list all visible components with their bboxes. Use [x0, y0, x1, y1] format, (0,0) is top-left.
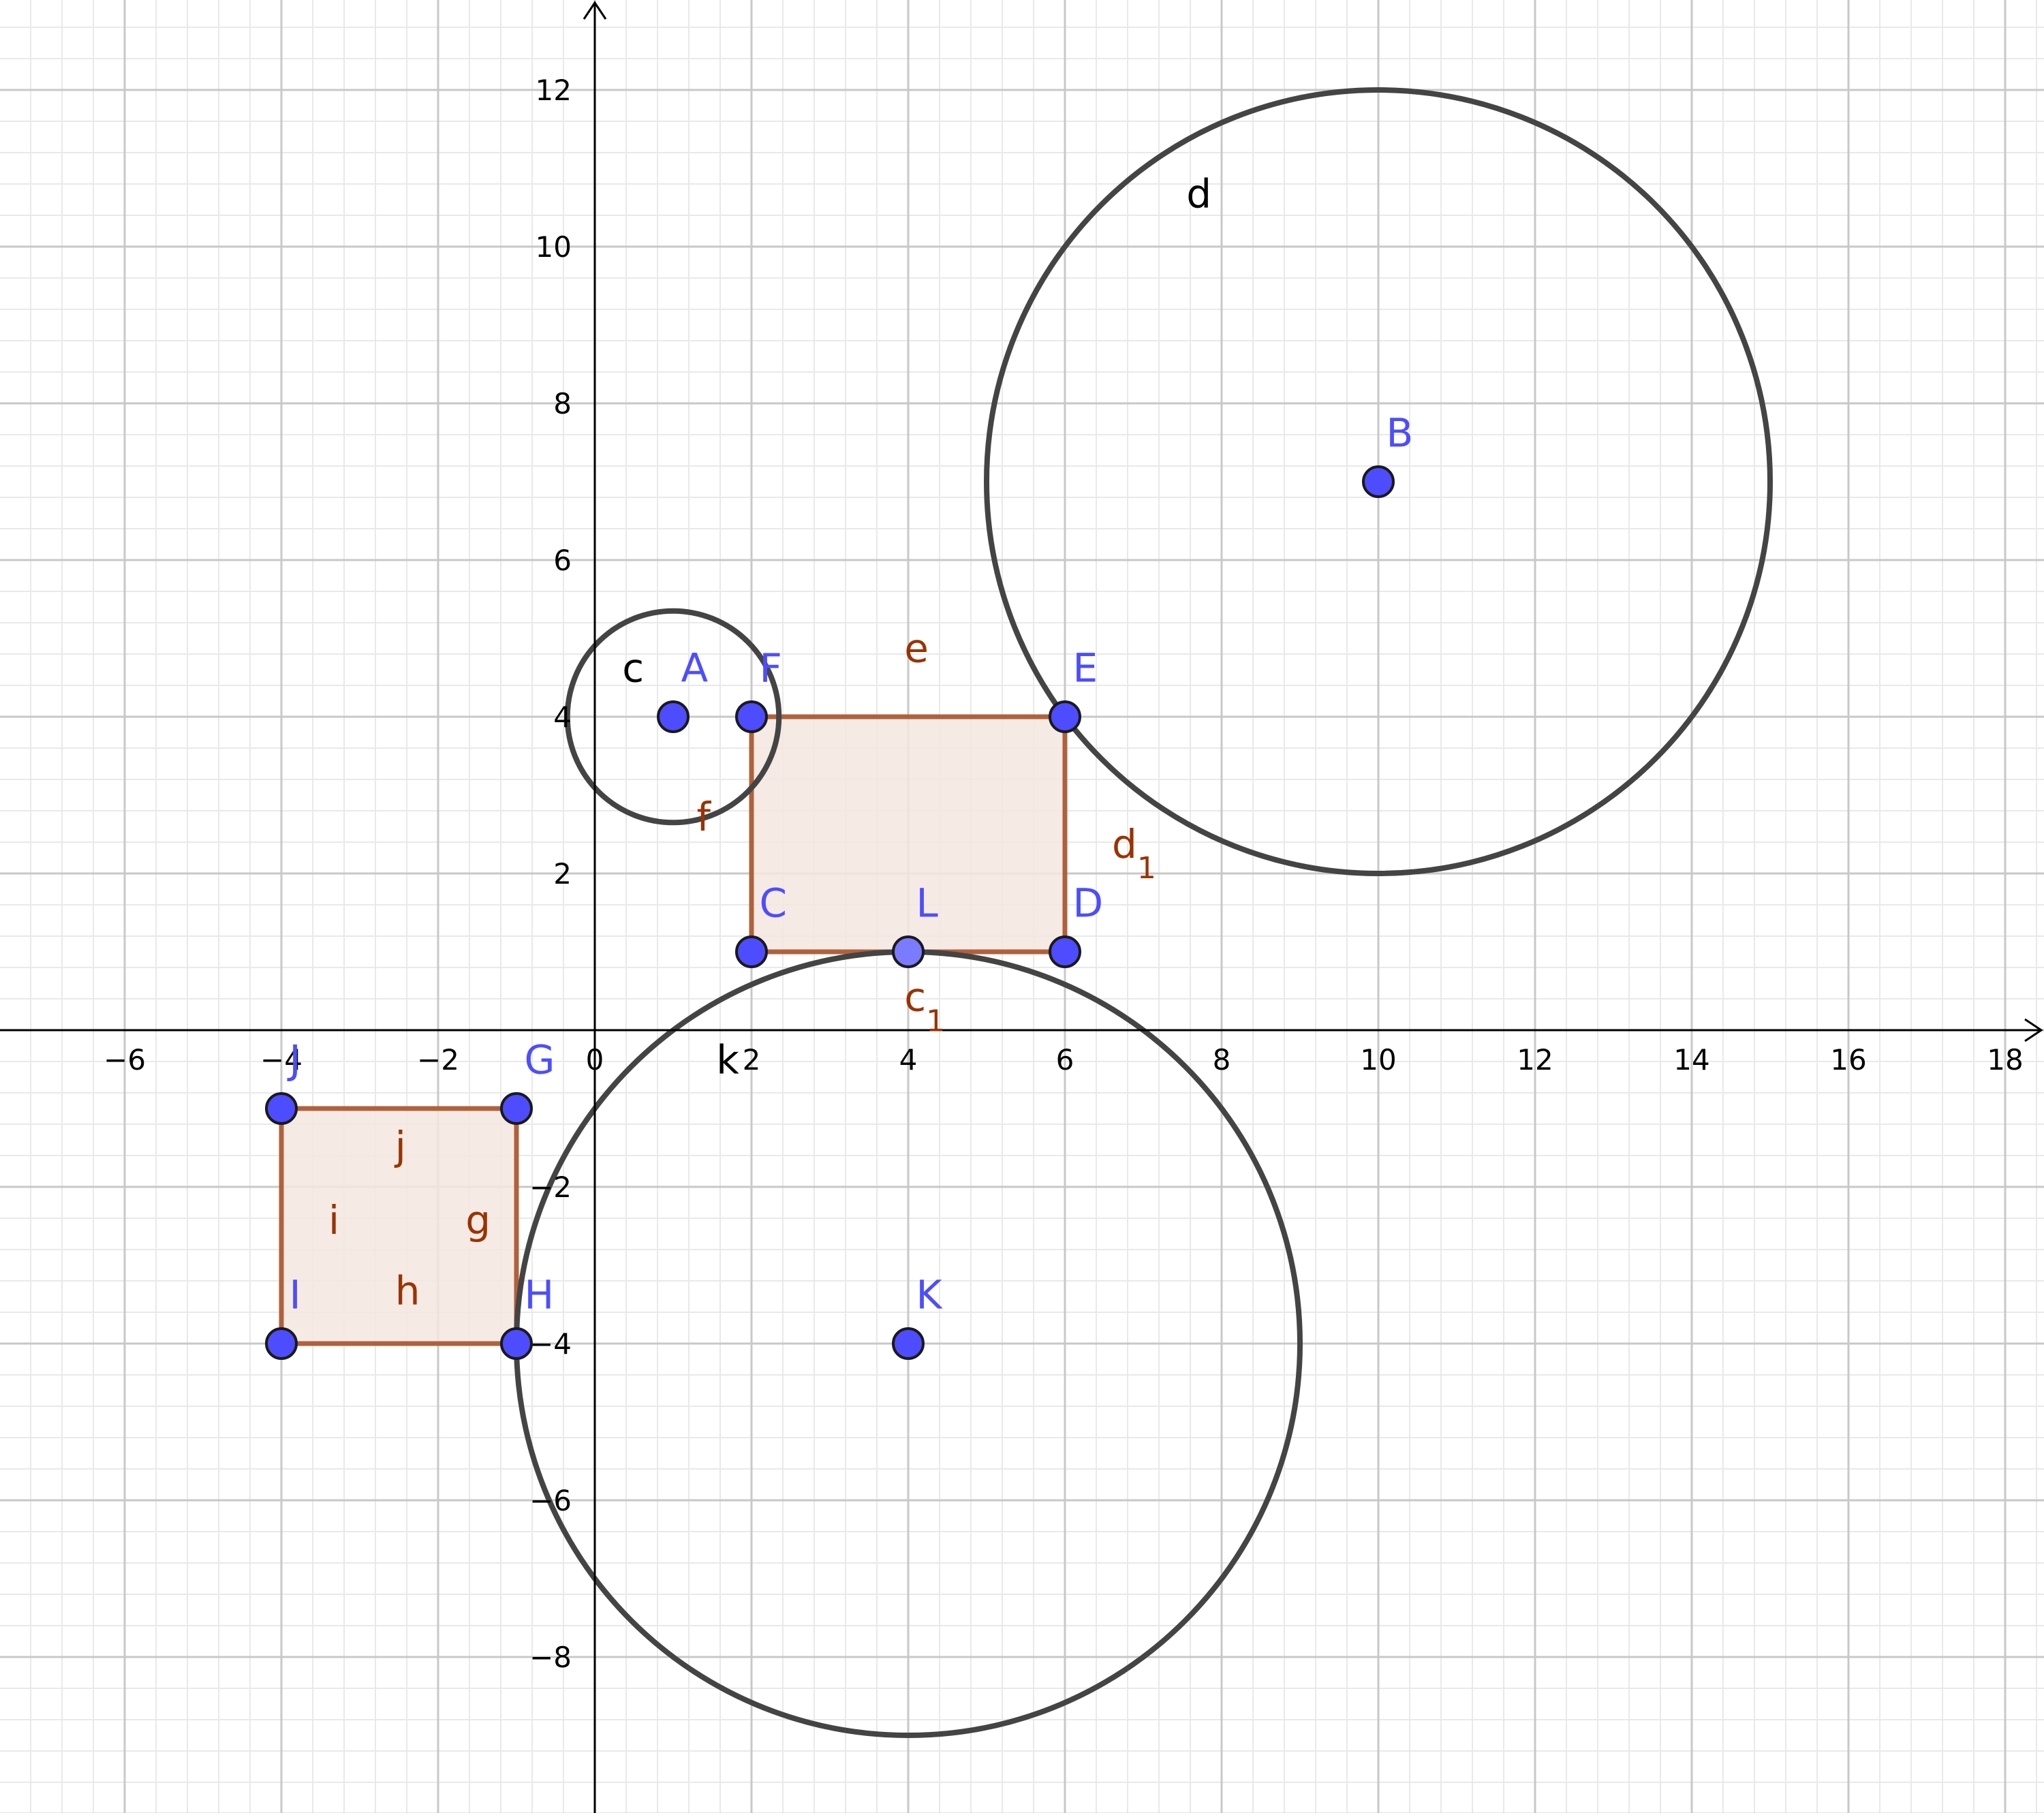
point-b[interactable]: [1362, 465, 1395, 498]
x-tick-label: −6: [104, 1043, 146, 1076]
point-k[interactable]: [892, 1327, 925, 1360]
polygons: [279, 714, 1068, 1346]
x-tick-label: 2: [743, 1043, 761, 1076]
segment-label-f: f: [697, 794, 712, 840]
x-tick-label: 6: [1056, 1043, 1074, 1076]
y-tick-label: 10: [536, 230, 572, 264]
segment-label-e: e: [904, 625, 929, 672]
y-tick-label: −8: [529, 1641, 572, 1674]
point-label-f: F: [760, 645, 782, 691]
y-tick-label: 12: [536, 74, 572, 107]
polygon-cdef[interactable]: [749, 714, 1068, 955]
x-tick-label: 10: [1360, 1043, 1396, 1076]
point-a[interactable]: [657, 700, 690, 733]
y-axis-arrow: [583, 1, 607, 20]
y-tick-label: 6: [553, 544, 572, 577]
segment-label-subscript: 1: [926, 1004, 945, 1038]
point-l[interactable]: [892, 935, 925, 968]
segment-label-d1: d1: [1112, 821, 1156, 886]
x-tick-label: 12: [1517, 1043, 1553, 1076]
segment-label-j: j: [394, 1123, 406, 1169]
circle-label-k: k: [716, 1036, 739, 1083]
x-tick-label: 4: [899, 1043, 918, 1076]
point-label-i: I: [290, 1271, 301, 1318]
segment-label-g: g: [465, 1197, 491, 1243]
point-e[interactable]: [1049, 700, 1081, 733]
y-tick-label: −2: [529, 1171, 572, 1204]
y-tick-label: −6: [529, 1484, 572, 1517]
point-label-c: C: [760, 880, 788, 926]
x-tick-label: −2: [417, 1043, 459, 1076]
x-tick-label: 8: [1213, 1043, 1231, 1076]
point-c[interactable]: [735, 935, 768, 968]
point-label-g: G: [525, 1036, 555, 1083]
x-tick-label: 14: [1673, 1043, 1709, 1076]
circle-label-d: d: [1186, 171, 1211, 217]
x-axis-arrow: [2024, 1018, 2043, 1042]
x-tick-label: 0: [586, 1043, 604, 1076]
point-label-a: A: [681, 645, 709, 691]
circles: [514, 87, 1773, 1738]
circle-d[interactable]: [984, 87, 1773, 876]
point-label-l: L: [916, 880, 938, 926]
tick-labels: −6 −4 −2 0 2 4 6 8 10 12 14 16 18 −8 −6 −4 −2 2 4 6 8 10 12: [104, 74, 2024, 1674]
circle-c[interactable]: [564, 608, 782, 826]
point-label-k: K: [916, 1271, 944, 1318]
point-i[interactable]: [265, 1327, 298, 1360]
segment-label-subscript: 1: [1137, 851, 1156, 886]
point-label-j: J: [288, 1036, 301, 1083]
y-tick-label: 2: [553, 857, 572, 890]
segment-label-i: i: [328, 1197, 339, 1243]
point-j[interactable]: [265, 1092, 298, 1125]
points: A B C D E F G H I J K L: [265, 409, 1414, 1360]
x-tick-label: −4: [260, 1043, 303, 1076]
point-h[interactable]: [500, 1327, 533, 1360]
point-f[interactable]: [735, 700, 768, 733]
point-label-e: E: [1073, 645, 1098, 691]
point-d[interactable]: [1049, 935, 1081, 968]
point-label-b: B: [1387, 409, 1414, 456]
circle-label-c: c: [622, 645, 644, 691]
y-tick-label: 8: [553, 387, 572, 420]
point-label-d: D: [1073, 880, 1104, 926]
point-label-h: H: [525, 1271, 555, 1318]
y-tick-label: −4: [529, 1327, 572, 1361]
point-g[interactable]: [500, 1092, 533, 1125]
segment-label-h: h: [395, 1268, 420, 1314]
x-tick-label: 16: [1830, 1043, 1866, 1076]
x-tick-label: 18: [1987, 1043, 2023, 1076]
y-tick-label: 4: [553, 700, 572, 734]
